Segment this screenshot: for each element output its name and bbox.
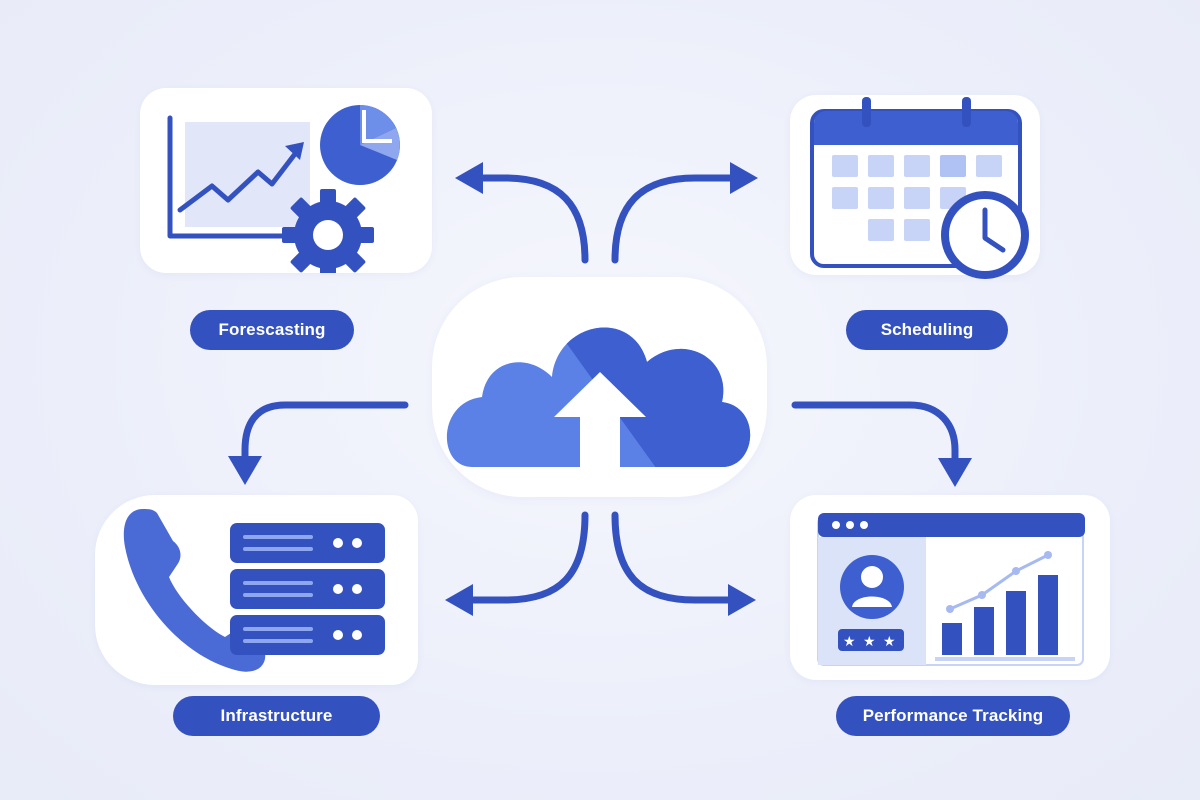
- line-chart-icon: [167, 115, 310, 239]
- infrastructure-card: [95, 495, 418, 685]
- arrowhead-bottom-right: [728, 584, 756, 616]
- performance-card: ★ ★ ★: [790, 495, 1110, 680]
- arrow-to-infrastructure: [241, 401, 409, 462]
- gear-icon: [282, 189, 374, 273]
- arrowhead-scheduling: [730, 162, 758, 194]
- clock-icon: [941, 191, 1029, 279]
- arrowhead-bottom-left: [445, 584, 473, 616]
- svg-text:★: ★: [843, 634, 856, 650]
- arrowhead-forecasting: [455, 162, 483, 194]
- pie-chart-icon: [320, 105, 400, 185]
- calendar-icon: [810, 97, 1029, 279]
- arrowhead-performance: [938, 458, 972, 487]
- arrowhead-infrastructure: [228, 456, 262, 485]
- star-rating-icon: ★ ★ ★: [838, 629, 904, 651]
- forecasting-label: Forescasting: [190, 310, 354, 350]
- infrastructure-label: Infrastructure: [173, 696, 380, 736]
- bar-chart-icon: [935, 551, 1075, 661]
- arrow-to-performance: [791, 401, 959, 466]
- scheduling-label: Scheduling: [846, 310, 1008, 350]
- arrow-to-scheduling: [611, 174, 734, 264]
- server-rack-icon: [230, 523, 385, 655]
- svg-text:★: ★: [863, 634, 876, 650]
- forecasting-card: [140, 88, 432, 273]
- arrow-bottom-right: [611, 511, 734, 604]
- central-hub: [432, 277, 767, 497]
- phone-icon: [123, 509, 266, 672]
- cloud-upload-icon: [446, 327, 751, 472]
- user-avatar-icon: [840, 555, 904, 619]
- scheduling-card: [790, 95, 1040, 279]
- svg-text:★: ★: [883, 634, 896, 650]
- arrow-bottom-left: [466, 511, 589, 604]
- arrow-to-forecasting: [474, 174, 589, 264]
- performance-tracking-label: Performance Tracking: [836, 696, 1070, 736]
